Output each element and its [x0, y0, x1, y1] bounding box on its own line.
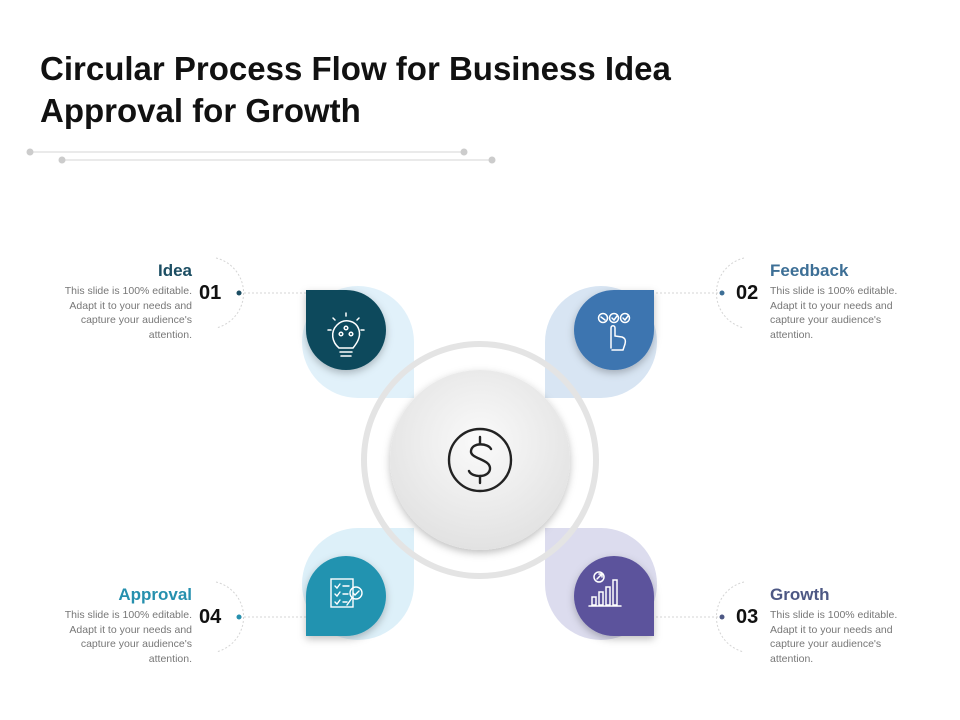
dollar-icon [447, 427, 513, 493]
connector-dots [236, 290, 725, 620]
checklist-magnifier-icon [330, 578, 363, 608]
title-underline [26, 148, 496, 164]
node-approval [306, 556, 386, 636]
pointing-hand-icon [597, 312, 631, 351]
node-feedback [574, 290, 654, 370]
step-idea-desc: This slide is 100% editable. Adapt it to… [64, 285, 192, 341]
node-growth [574, 556, 654, 636]
outer-ring [361, 341, 599, 579]
step-approval-desc: This slide is 100% editable. Adapt it to… [64, 609, 192, 665]
step-growth-number: 03 [736, 606, 759, 628]
step-idea-label: Idea [157, 261, 192, 280]
node-idea [306, 290, 386, 370]
step-feedback-number: 02 [736, 282, 759, 304]
title-line-1: Circular Process Flow for Business Idea [40, 50, 671, 87]
lightbulb-icon [327, 312, 365, 357]
step-growth-label: Growth [770, 585, 830, 604]
step-feedback-desc: This slide is 100% editable. Adapt it to… [770, 285, 898, 341]
step-idea-number: 01 [199, 282, 222, 304]
step-approval-label: Approval [118, 585, 192, 604]
step-feedback-label: Feedback [770, 261, 849, 280]
bar-chart-icon [588, 571, 622, 607]
step-growth-desc: This slide is 100% editable. Adapt it to… [770, 609, 898, 665]
title-line-2: Approval for Growth [40, 92, 361, 129]
page-title: Circular Process Flow for Business Idea … [40, 48, 800, 132]
step-approval-number: 04 [199, 606, 222, 628]
